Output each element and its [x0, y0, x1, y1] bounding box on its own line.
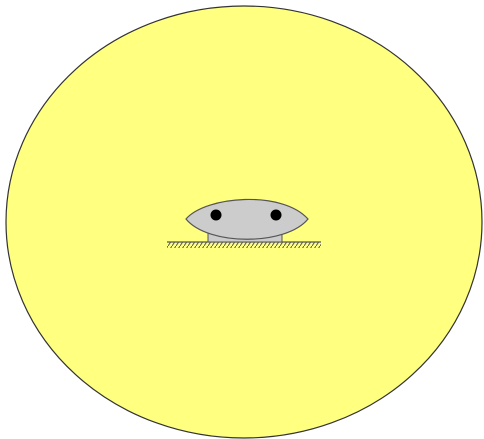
left-dot: [211, 210, 222, 221]
ground-hatching: [167, 242, 321, 248]
right-dot: [271, 210, 282, 221]
